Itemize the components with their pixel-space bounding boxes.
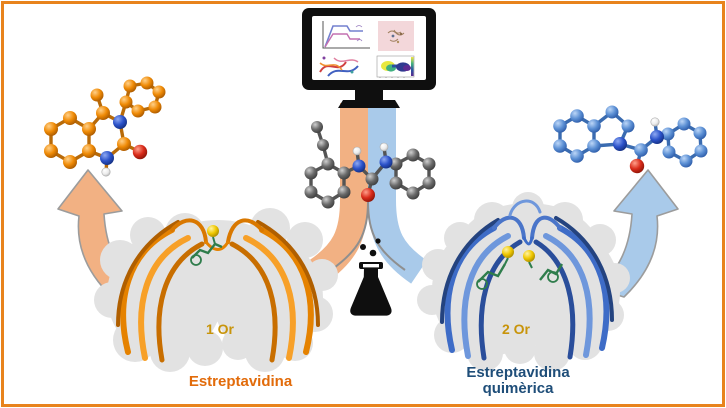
oxygen-atom xyxy=(132,144,148,160)
oxygen-atom xyxy=(361,188,375,202)
energy-landscape-panel xyxy=(376,55,415,78)
right-protein-chimeric-streptavidin xyxy=(417,192,630,371)
ribbon-render-panel xyxy=(319,56,359,77)
bound-ligands xyxy=(476,246,564,290)
product-molecule-blue xyxy=(553,105,708,174)
urea-substrate-molecule xyxy=(304,121,436,209)
protein-name-left: Estreptavidina xyxy=(188,373,293,390)
line-plot-panel xyxy=(322,21,370,49)
protein-name-right-line2: quimèrica xyxy=(482,380,554,397)
reaction-flask-icon xyxy=(350,238,392,316)
nitrogen-atom xyxy=(113,115,127,129)
product-molecule-orange xyxy=(44,76,166,177)
gold-atom xyxy=(523,250,535,262)
nitrogen-atom xyxy=(613,137,627,151)
monitor-stand xyxy=(338,90,400,108)
protein-name-right-line1: Estreptavidina xyxy=(466,364,570,381)
bound-ligand xyxy=(190,225,223,266)
nitrogen-atom xyxy=(352,159,366,173)
gold-count-label-left: 1 Or xyxy=(205,321,234,337)
protein-ribbons xyxy=(116,218,320,363)
nitrogen-atom xyxy=(100,151,114,165)
protein-name-right: Estreptavidina quimèrica xyxy=(438,365,598,397)
protein-surface xyxy=(417,192,630,371)
structure-image-panel xyxy=(378,21,414,51)
nitrogen-atom xyxy=(650,130,664,144)
gold-atom xyxy=(207,225,219,237)
oxygen-atom xyxy=(629,158,645,174)
nitrogen-atom xyxy=(379,155,393,169)
gold-atom xyxy=(502,246,514,258)
simulation-monitor xyxy=(302,8,436,108)
gold-count-label-right: 2 Or xyxy=(501,321,530,337)
left-protein-streptavidin xyxy=(94,208,338,372)
